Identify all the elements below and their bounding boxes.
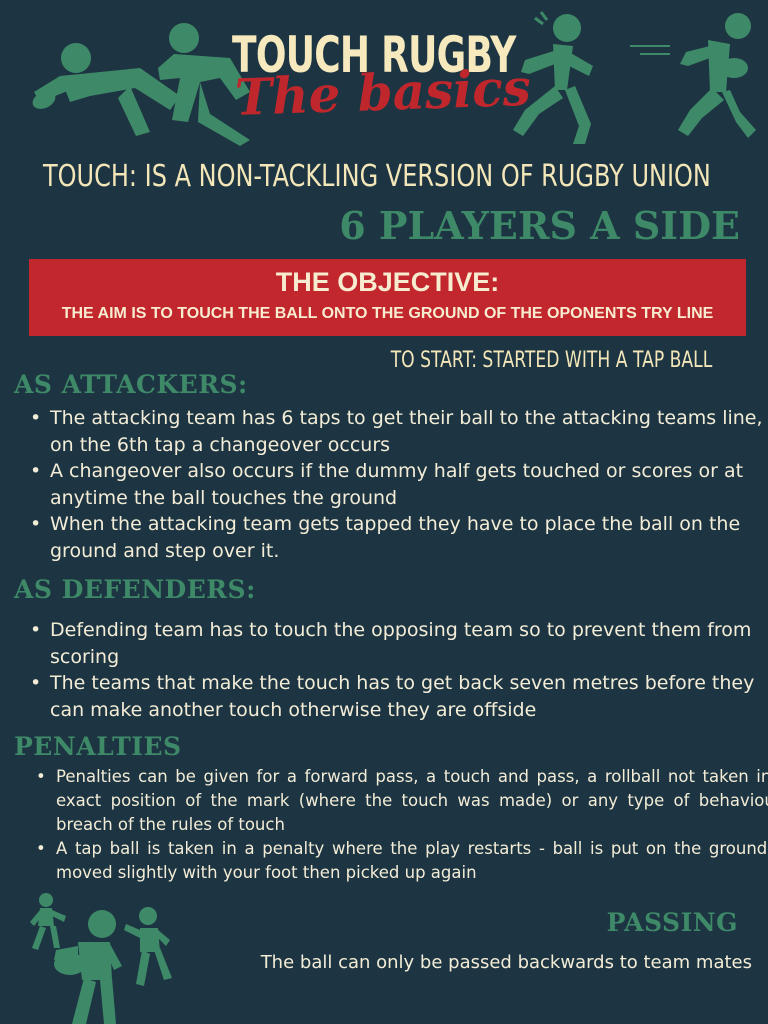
list-item: The attacking team has 6 taps to get the… xyxy=(30,405,768,458)
player-cheering-icon xyxy=(124,907,172,986)
objective-text: THE AIM IS TO TOUCH THE BALL ONTO THE GR… xyxy=(61,305,714,322)
penalties-list: Penalties can be given for a forward pas… xyxy=(6,765,768,885)
penalties-heading: PENALTIES xyxy=(14,732,182,761)
player-celebrating-icon xyxy=(30,893,66,950)
list-item: A tap ball is taken in a penalty where t… xyxy=(36,837,768,885)
player-sprinting-icon xyxy=(630,13,756,138)
list-item: Defending team has to touch the opposing… xyxy=(30,617,768,670)
defenders-heading: AS DEFENDERS: xyxy=(14,575,256,604)
attackers-list: The attacking team has 6 taps to get the… xyxy=(0,405,768,564)
list-item: A changeover also occurs if the dummy ha… xyxy=(30,458,768,511)
tagline: TOUCH: IS A NON-TACKLING VERSION OF RUGB… xyxy=(43,159,711,194)
list-item: Penalties can be given for a forward pas… xyxy=(36,765,768,837)
page-subtitle-script: The basics xyxy=(233,57,532,127)
list-item: When the attacking team gets tapped they… xyxy=(30,511,768,564)
list-item: The teams that make the touch has to get… xyxy=(30,670,768,723)
objective-title: THE OBJECTIVE: xyxy=(275,267,500,297)
player-reaching-icon xyxy=(158,23,250,146)
player-running-icon xyxy=(513,11,593,144)
attackers-heading: AS ATTACKERS: xyxy=(14,370,248,399)
players-per-side: 6 PLAYERS A SIDE xyxy=(339,203,740,248)
passing-heading: PASSING xyxy=(606,908,738,937)
objective-banner: THE OBJECTIVE: THE AIM IS TO TOUCH THE B… xyxy=(29,259,746,336)
start-note: TO START: STARTED WITH A TAP BALL xyxy=(390,348,712,373)
passing-text: The ball can only be passed backwards to… xyxy=(260,952,752,973)
player-diving-icon xyxy=(32,43,180,136)
player-ball-carrier-icon xyxy=(54,910,122,1024)
defenders-list: Defending team has to touch the opposing… xyxy=(0,617,768,723)
